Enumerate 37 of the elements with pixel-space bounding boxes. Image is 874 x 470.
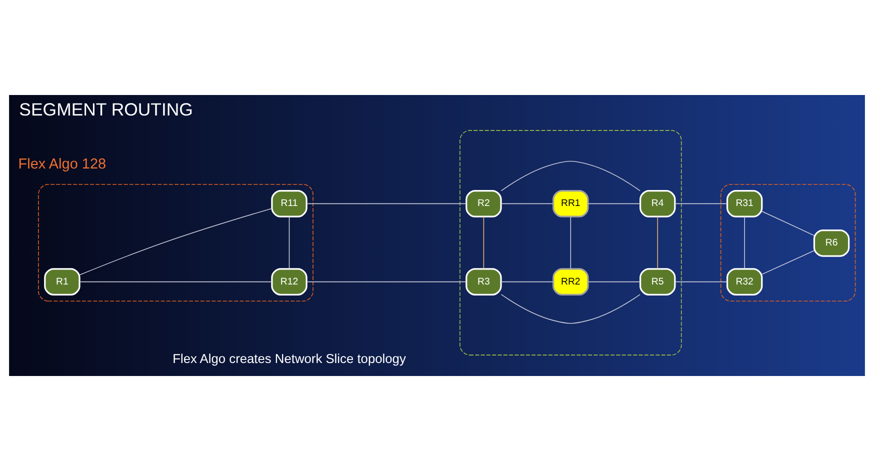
label: Flex Algo 128 (18, 156, 106, 172)
connector (744, 216, 745, 269)
node-box: RR1 (552, 190, 589, 217)
connector (588, 202, 641, 204)
connector (762, 250, 814, 274)
connector (79, 280, 272, 282)
node-box: RR2 (552, 268, 589, 295)
cluster (460, 130, 682, 355)
connector (570, 216, 572, 269)
node-box: R2 (466, 190, 502, 217)
node-box: R12 (271, 268, 308, 295)
cluster (38, 183, 314, 302)
node-box: R11 (271, 190, 308, 217)
node-box: R5 (640, 268, 676, 295)
cluster (720, 183, 856, 302)
connector (288, 216, 290, 269)
connector (500, 294, 640, 324)
connector (306, 280, 467, 282)
node-box: R6 (813, 228, 850, 256)
connector (483, 216, 484, 269)
caption: Flex Algo creates Network Slice topology (172, 350, 406, 366)
connector (306, 202, 467, 204)
connector (588, 280, 641, 282)
connector (500, 280, 554, 282)
node-box: R31 (726, 190, 763, 217)
connector (500, 160, 640, 191)
node-box: R4 (640, 190, 676, 217)
node-box: R3 (466, 268, 502, 295)
connector (657, 216, 658, 269)
node-box: R32 (726, 268, 763, 295)
connector (500, 202, 554, 204)
connector (762, 210, 814, 236)
connector (674, 280, 728, 282)
connector (674, 202, 728, 204)
connector (79, 208, 272, 275)
diagram-title: SEGMENT ROUTING (19, 99, 193, 120)
node-box: R1 (44, 268, 80, 295)
